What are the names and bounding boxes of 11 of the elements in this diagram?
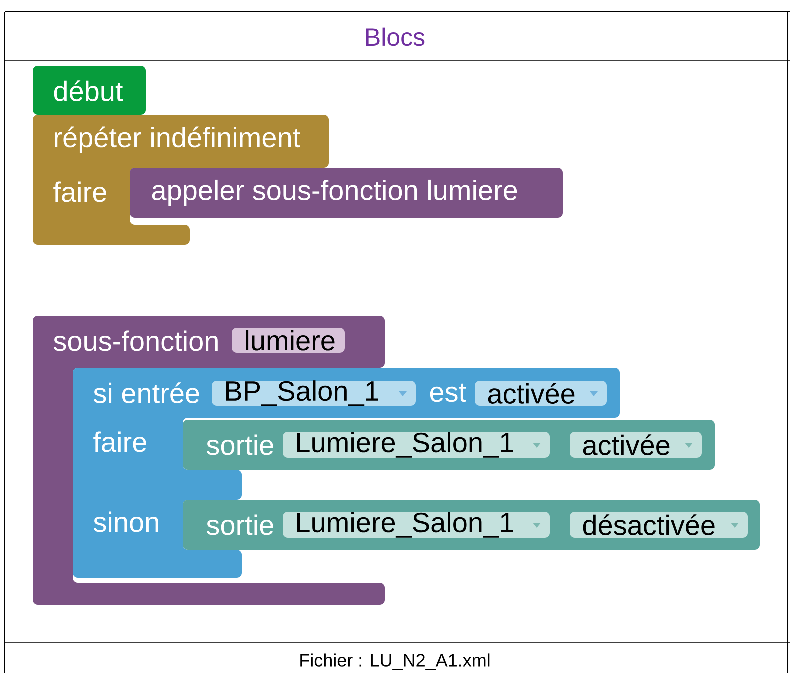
dropdown-field: lumiere [232, 328, 345, 353]
dropdown-field: Lumiere_Salon_1 [283, 432, 550, 458]
dropdown-field: désactivée [570, 512, 748, 538]
dropdown-field: activée [570, 432, 702, 458]
start-block: début [33, 66, 146, 115]
table-heading: Blocs [366, 28, 425, 46]
caption: Fichier : LU_N2_A1.xml [300, 654, 490, 670]
dropdown-field: Lumiere_Salon_1 [283, 512, 550, 538]
dropdown-field: activée [475, 381, 607, 406]
dropdown-field: BP_Salon_1 [212, 380, 416, 406]
call-block: appeler sous-fonction lumiere [130, 168, 563, 218]
